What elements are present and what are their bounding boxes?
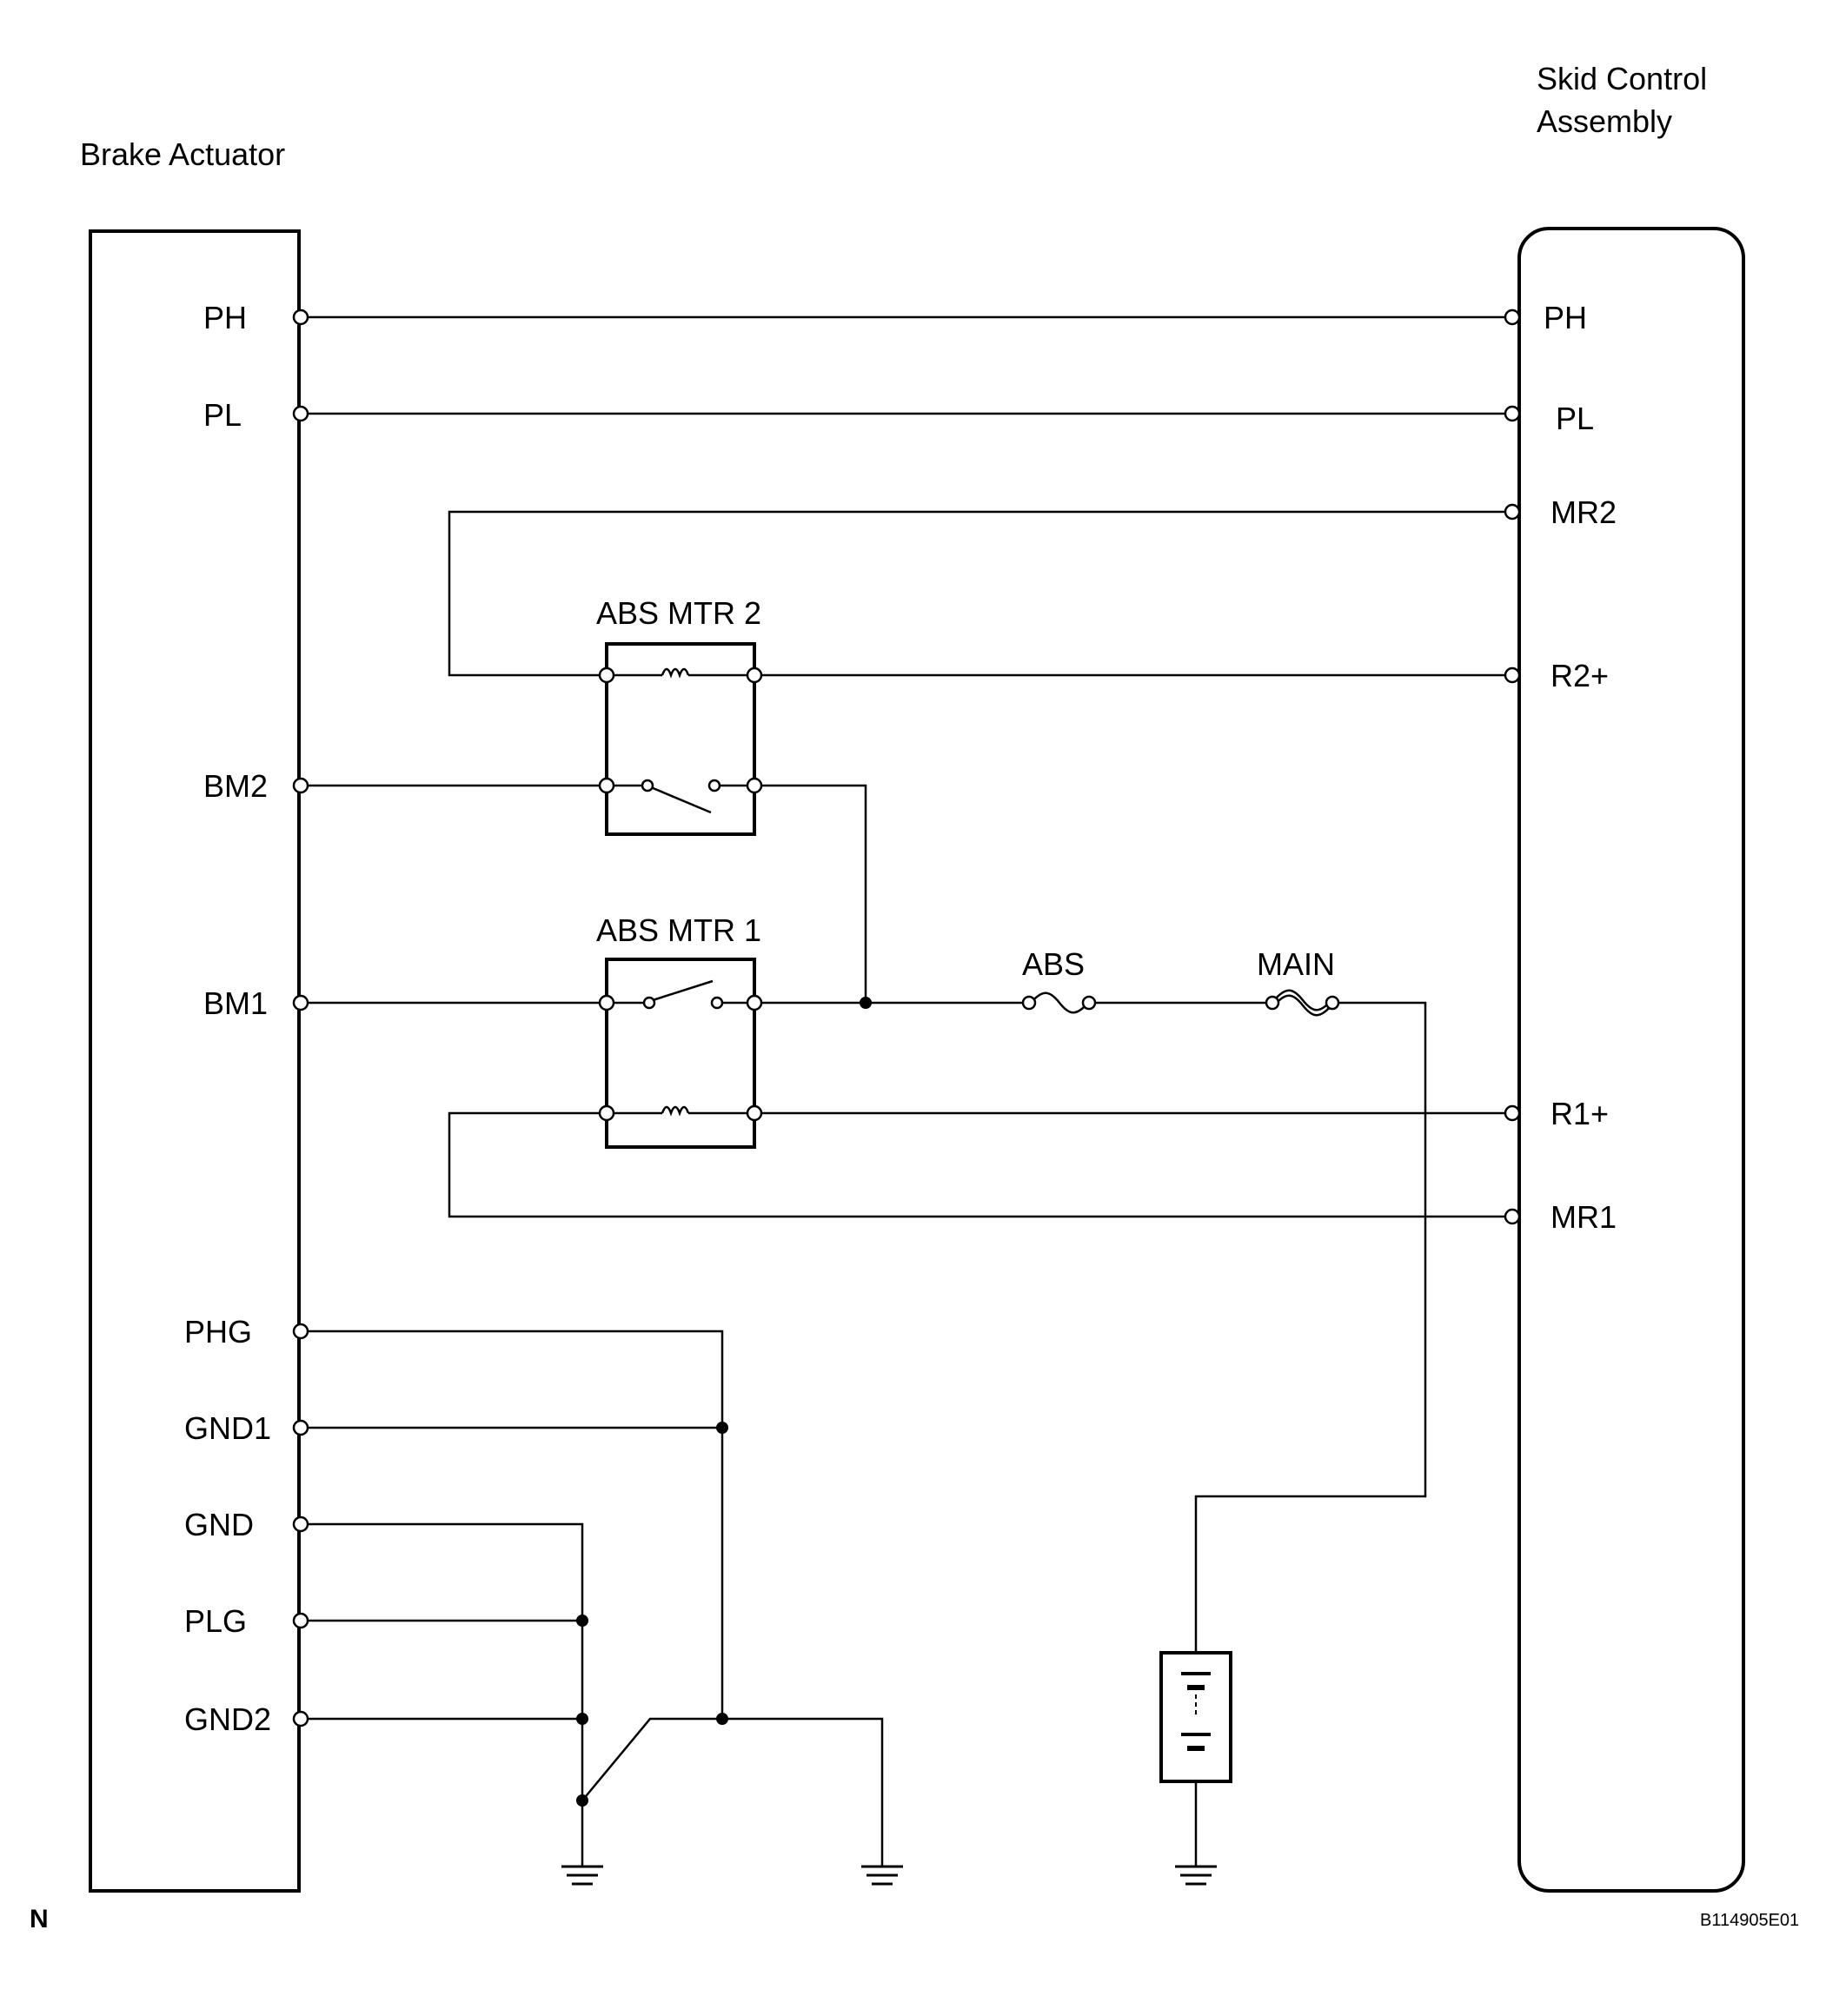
ecu-pin-label-ph: PH [1544, 300, 1587, 335]
skid-control-box [1517, 227, 1745, 1893]
junctions [576, 997, 872, 1807]
wire-bm2-out [760, 784, 867, 1003]
relay-mtr1-switch-icon [607, 979, 754, 1010]
wire-main-battery [1194, 1001, 1427, 1653]
battery-icon [1159, 1651, 1232, 1783]
diagram-code: B114905E01 [1700, 1911, 1799, 1930]
pin-label-gnd2: GND2 [184, 1701, 271, 1737]
ecu-pin-label-mr2: MR2 [1551, 494, 1617, 530]
fuse-main-icon [1265, 989, 1340, 1017]
skid-control-title-line1: Skid Control [1537, 61, 1707, 96]
ecu-pin-label-r1p: R1+ [1551, 1096, 1609, 1131]
ground-icon [1175, 1865, 1217, 1886]
relay-mtr2-label: ABS MTR 2 [596, 595, 761, 631]
pin-gnd1 [292, 1419, 309, 1436]
pin-gnd [292, 1515, 309, 1533]
relay-mtr1-coil-icon [607, 1105, 754, 1117]
pin-label-ph: PH [203, 300, 247, 335]
pin-phg [292, 1323, 309, 1340]
ecu-pins [1504, 308, 1521, 1225]
pin-label-pl: PL [203, 397, 242, 433]
junction-dot [716, 1422, 728, 1434]
wire-gnd [301, 1522, 584, 1867]
pin-label-gnd: GND [184, 1507, 254, 1542]
ecu-pin-label-mr1: MR1 [1551, 1199, 1617, 1235]
pin-gnd2 [292, 1710, 309, 1728]
ecu-pin-mr1 [1504, 1208, 1521, 1225]
junction-dot [576, 1615, 588, 1627]
actuator-pins [292, 308, 309, 1728]
pin-pl [292, 405, 309, 422]
pin-label-gnd1: GND1 [184, 1410, 271, 1446]
brake-actuator-title: Brake Actuator [80, 136, 285, 172]
relay-mtr2-box [605, 642, 756, 836]
fuse-main-label: MAIN [1257, 946, 1335, 982]
junction-dot [716, 1713, 728, 1725]
pin-label-bm1: BM1 [203, 985, 268, 1021]
pin-label-phg: PHG [184, 1314, 252, 1350]
pin-bm1 [292, 994, 309, 1011]
relay-mtr1-box [605, 958, 756, 1149]
ecu-pin-label-r2p: R2+ [1551, 658, 1609, 693]
ecu-pin-pl [1504, 405, 1521, 422]
junction-dot [860, 997, 872, 1009]
junction-dot [576, 1794, 588, 1807]
ecu-pin-mr2 [1504, 503, 1521, 521]
relay-mtr2-switch-icon [607, 779, 754, 814]
pin-label-plg: PLG [184, 1603, 247, 1639]
pin-bm2 [292, 777, 309, 794]
ground-icon [561, 1865, 603, 1886]
pin-ph [292, 308, 309, 326]
relay-terminals [598, 666, 763, 1122]
relay-mtr1-label: ABS MTR 1 [596, 912, 761, 948]
wires [301, 315, 1512, 1867]
wire-mr1 [448, 1111, 1512, 1218]
relay-mtr2-coil-icon [607, 667, 754, 679]
fuse-abs-label: ABS [1022, 946, 1085, 982]
junction-dot [576, 1713, 588, 1725]
brake-actuator-box [89, 229, 301, 1893]
corner-mark-left: N [30, 1905, 49, 1933]
pin-plg [292, 1612, 309, 1629]
ecu-pin-r2p [1504, 666, 1521, 684]
fuse-abs-icon [1021, 991, 1097, 1014]
wire-phg [301, 1330, 724, 1719]
ecu-pin-label-pl: PL [1556, 401, 1594, 436]
wire-ground-link [581, 1717, 884, 1867]
wire-mr2 [448, 510, 1512, 677]
pin-label-bm2: BM2 [203, 768, 268, 804]
ground-icon [861, 1865, 903, 1886]
skid-control-title-line2: Assembly [1537, 103, 1672, 139]
ecu-pin-r1p [1504, 1104, 1521, 1122]
ecu-pin-ph [1504, 308, 1521, 326]
